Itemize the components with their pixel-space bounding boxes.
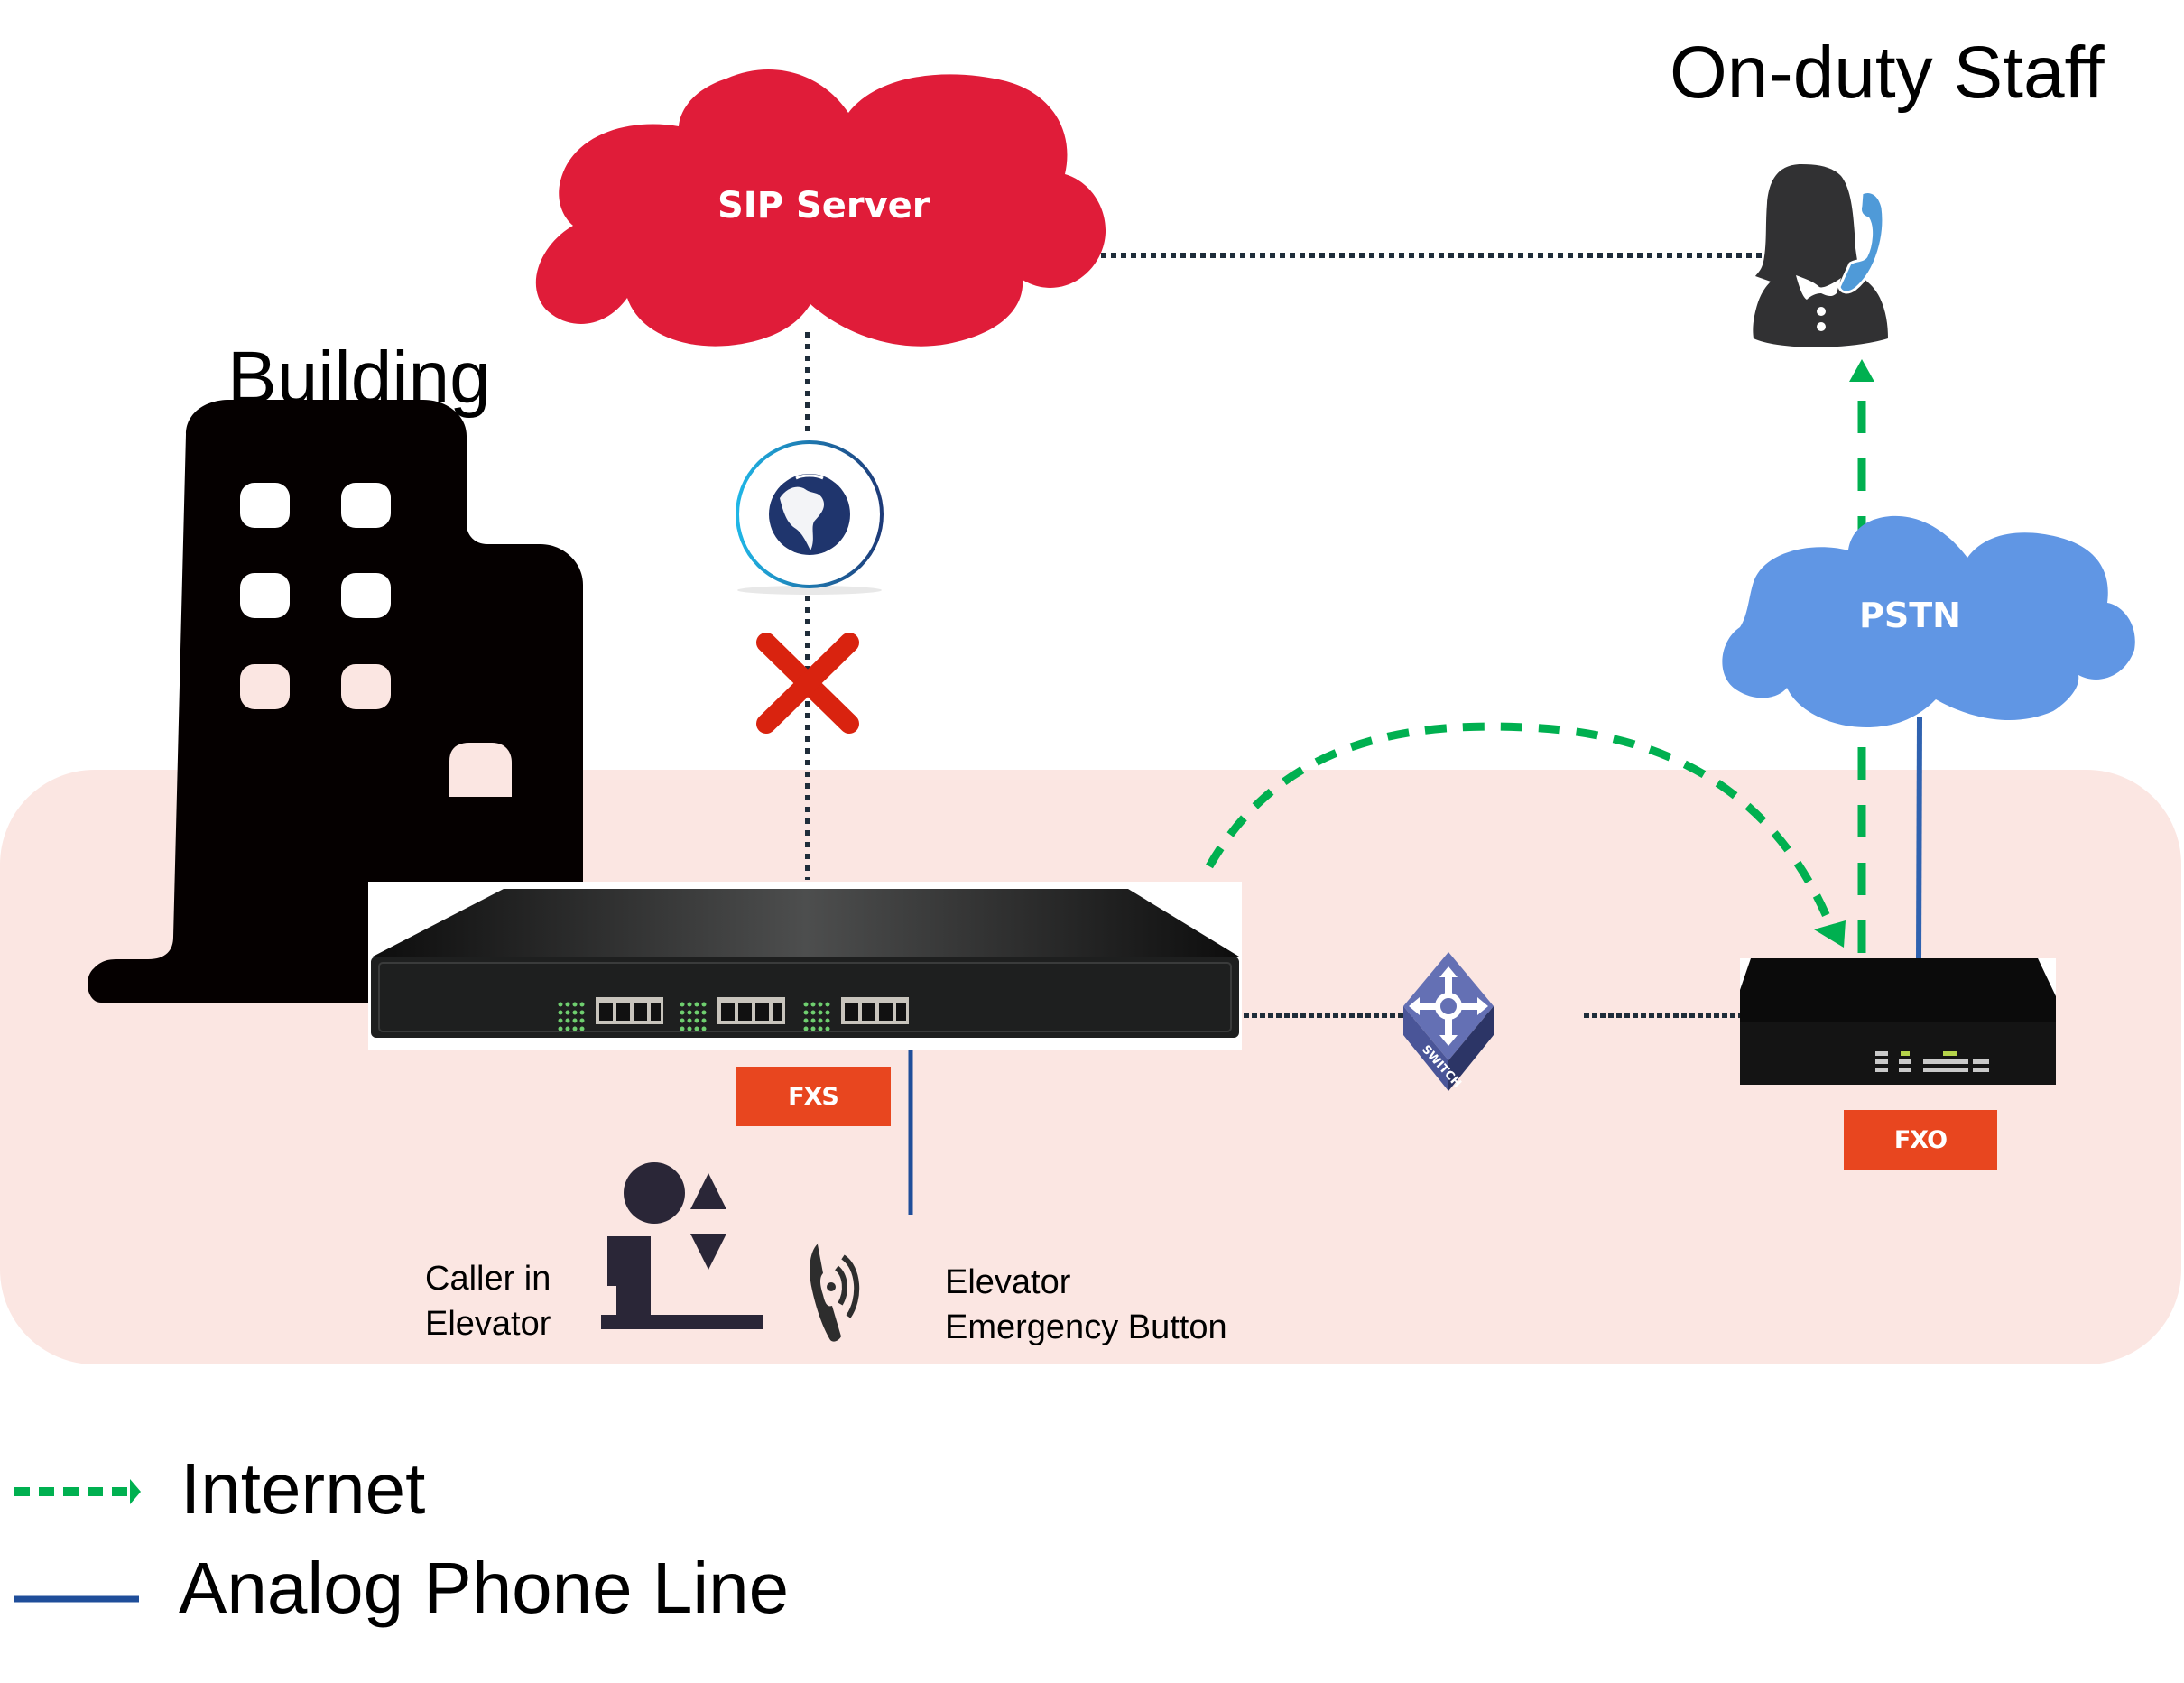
emergency-phone-icon	[810, 1243, 860, 1342]
fxs-tag: FXS	[736, 1067, 891, 1126]
emergency-button-label-line2: Emergency Button	[945, 1308, 1227, 1346]
caller-label: Caller in Elevator	[425, 1256, 551, 1346]
on-duty-staff-icon	[1753, 164, 1888, 347]
down-arrow-icon	[690, 1234, 726, 1270]
solid-line-icon	[14, 1595, 139, 1603]
up-arrow-icon	[690, 1173, 726, 1209]
fxs-to-fxo-internet-arrow	[1206, 722, 1837, 931]
building-icon	[88, 400, 584, 1003]
pstn-cloud-icon	[1722, 515, 2135, 728]
emergency-button-label-line1: Elevator	[945, 1263, 1071, 1301]
pstn-to-fxo-analog-line	[1916, 717, 1922, 959]
port-group-3	[803, 997, 909, 1031]
caller-label-line2: Elevator	[425, 1305, 551, 1343]
port-group-1	[558, 997, 663, 1031]
legend-item-analog: Analog Phone Line	[0, 1552, 1173, 1642]
pstn-label: PSTN	[1859, 596, 1961, 635]
fxs-to-fxo-arrowhead	[1814, 920, 1846, 948]
connection-failed-x-icon	[756, 633, 859, 734]
caller-label-line1: Caller in	[425, 1260, 551, 1298]
dashed-arrow-icon	[14, 1479, 141, 1504]
fxo-gateway-icon	[1740, 958, 2056, 1085]
legend: Internet Analog Phone Line	[0, 1435, 1173, 1669]
internet-globe-icon	[736, 440, 884, 595]
network-switch-icon: SWITCH	[1403, 952, 1494, 1091]
staff-title: On-duty Staff	[1670, 32, 2105, 114]
emergency-button-label: Elevator Emergency Button	[945, 1260, 1227, 1350]
fxs-gateway-icon	[371, 889, 1239, 1038]
fxo-tag: FXO	[1844, 1110, 1997, 1170]
staff-arrowhead	[1849, 359, 1874, 382]
sip-server-label: SIP Server	[717, 185, 930, 227]
legend-item-internet: Internet	[0, 1435, 1173, 1525]
sip-server-cloud-icon	[535, 69, 1106, 347]
legend-analog-label: Analog Phone Line	[179, 1548, 790, 1628]
legend-internet-label: Internet	[180, 1448, 426, 1529]
elevator-caller-icon	[601, 1162, 763, 1329]
port-group-2	[680, 997, 785, 1031]
fxs-gateway-device	[368, 882, 1242, 1050]
fxo-gateway-device	[1740, 958, 2056, 1085]
